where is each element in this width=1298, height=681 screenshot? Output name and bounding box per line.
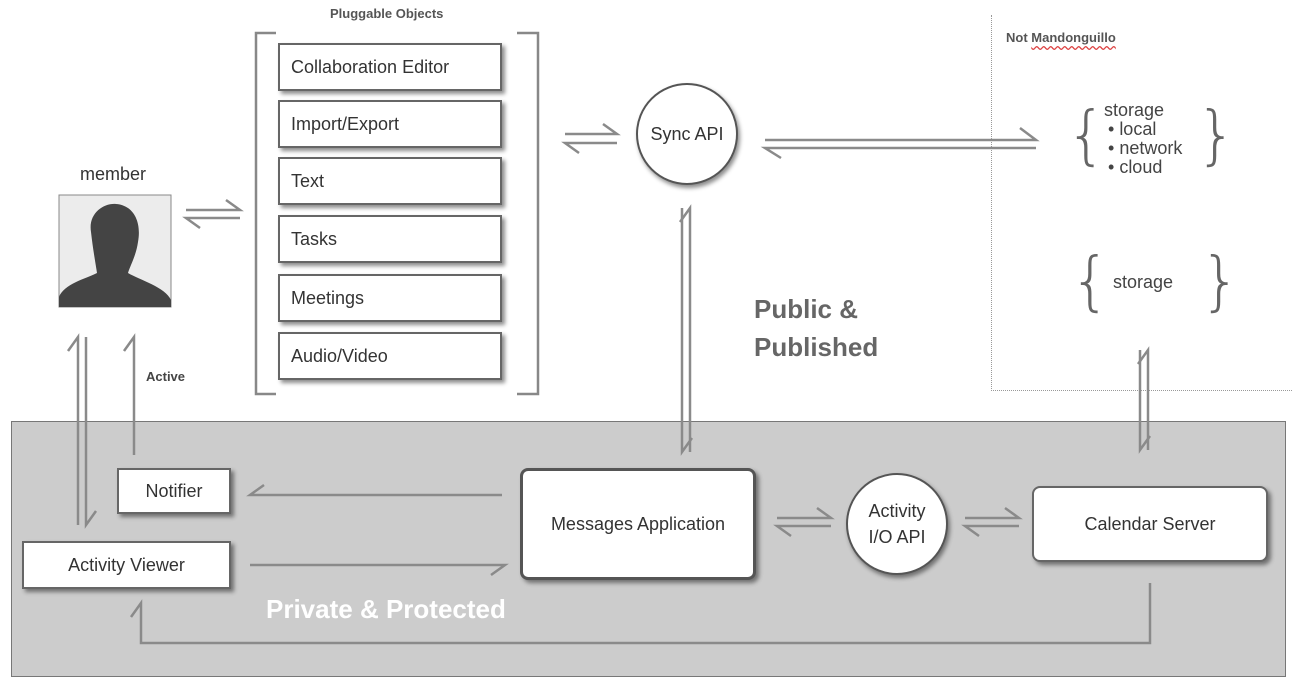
arrow-notifier-to-member <box>122 333 136 455</box>
arrow-sync-to-storage <box>765 127 1040 142</box>
messages-application-box[interactable]: Messages Application <box>520 468 756 580</box>
bracket-right <box>517 31 540 396</box>
arrow-storage-to-calendar <box>1138 350 1152 454</box>
plugin-collaboration-editor[interactable]: Collaboration Editor <box>278 43 502 91</box>
arrow-calendar-to-viewer <box>129 583 1152 645</box>
activity-viewer-box[interactable]: Activity Viewer <box>22 541 231 589</box>
arrow-member-to-viewer <box>84 337 98 529</box>
storage-list-right-brace: } <box>1196 99 1237 173</box>
storage-item: • network <box>1108 138 1183 158</box>
activity-io-line1: Activity <box>868 501 926 521</box>
private-protected-label: Private & Protected <box>266 594 506 624</box>
arrow-viewer-to-member <box>66 333 80 525</box>
calendar-server-box[interactable]: Calendar Server <box>1032 486 1268 562</box>
arrow-calendar-to-storage <box>1136 346 1150 450</box>
arrow-plugins-to-member <box>182 216 240 230</box>
external-name: Mandonguillo <box>1031 30 1116 45</box>
arrow-member-to-plugins <box>186 198 244 212</box>
public-label-line1: Public & <box>754 294 859 324</box>
activity-io-line2: I/O API <box>868 527 926 547</box>
member-label: member <box>80 164 147 184</box>
arrow-io-to-calendar <box>965 506 1023 520</box>
public-label-line2: Published <box>754 332 879 362</box>
storage-list-left-brace: { <box>1066 99 1107 173</box>
arrow-viewer-to-messages <box>250 563 509 577</box>
external-region <box>991 15 1292 391</box>
storage2-label: storage <box>1113 272 1174 292</box>
storage-item: • cloud <box>1108 157 1163 177</box>
external-prefix: Not <box>1006 30 1032 45</box>
plugin-meetings[interactable]: Meetings <box>278 274 502 322</box>
storage-list-title: storage <box>1104 100 1165 120</box>
external-region-title: Not Mandonguillo <box>1006 30 1116 45</box>
storage-item: • local <box>1108 119 1157 139</box>
arrow-storage-to-sync <box>760 146 1036 160</box>
plugin-audio-video[interactable]: Audio/Video <box>278 332 502 380</box>
arrow-sync-to-plugins <box>561 141 617 155</box>
active-label: Active <box>146 369 186 384</box>
arrow-io-to-messages <box>773 524 831 538</box>
sync-api-label: Sync API <box>650 124 724 144</box>
bracket-left <box>254 31 276 396</box>
storage2-left-brace: { <box>1070 245 1111 319</box>
arrow-messages-to-notifier <box>246 483 502 497</box>
arrow-messages-to-sync <box>678 204 692 452</box>
arrow-plugins-to-sync <box>565 122 621 136</box>
public-published-label: Public & Published <box>754 290 878 366</box>
sync-api-circle[interactable]: Sync API <box>636 83 738 185</box>
arrow-sync-to-messages <box>680 208 694 456</box>
storage2-right-brace: } <box>1200 245 1241 319</box>
storage-list: storage • local • network • cloud <box>1104 101 1182 177</box>
plugin-tasks[interactable]: Tasks <box>278 215 502 263</box>
member-avatar-icon <box>58 194 172 308</box>
arrow-messages-to-io <box>777 506 835 520</box>
arrow-calendar-to-io <box>961 524 1019 538</box>
pluggable-objects-title: Pluggable Objects <box>330 6 444 21</box>
plugin-import-export[interactable]: Import/Export <box>278 100 502 148</box>
plugin-text[interactable]: Text <box>278 157 502 205</box>
notifier-box[interactable]: Notifier <box>117 468 231 514</box>
activity-io-api-circle[interactable]: Activity I/O API <box>846 473 948 575</box>
